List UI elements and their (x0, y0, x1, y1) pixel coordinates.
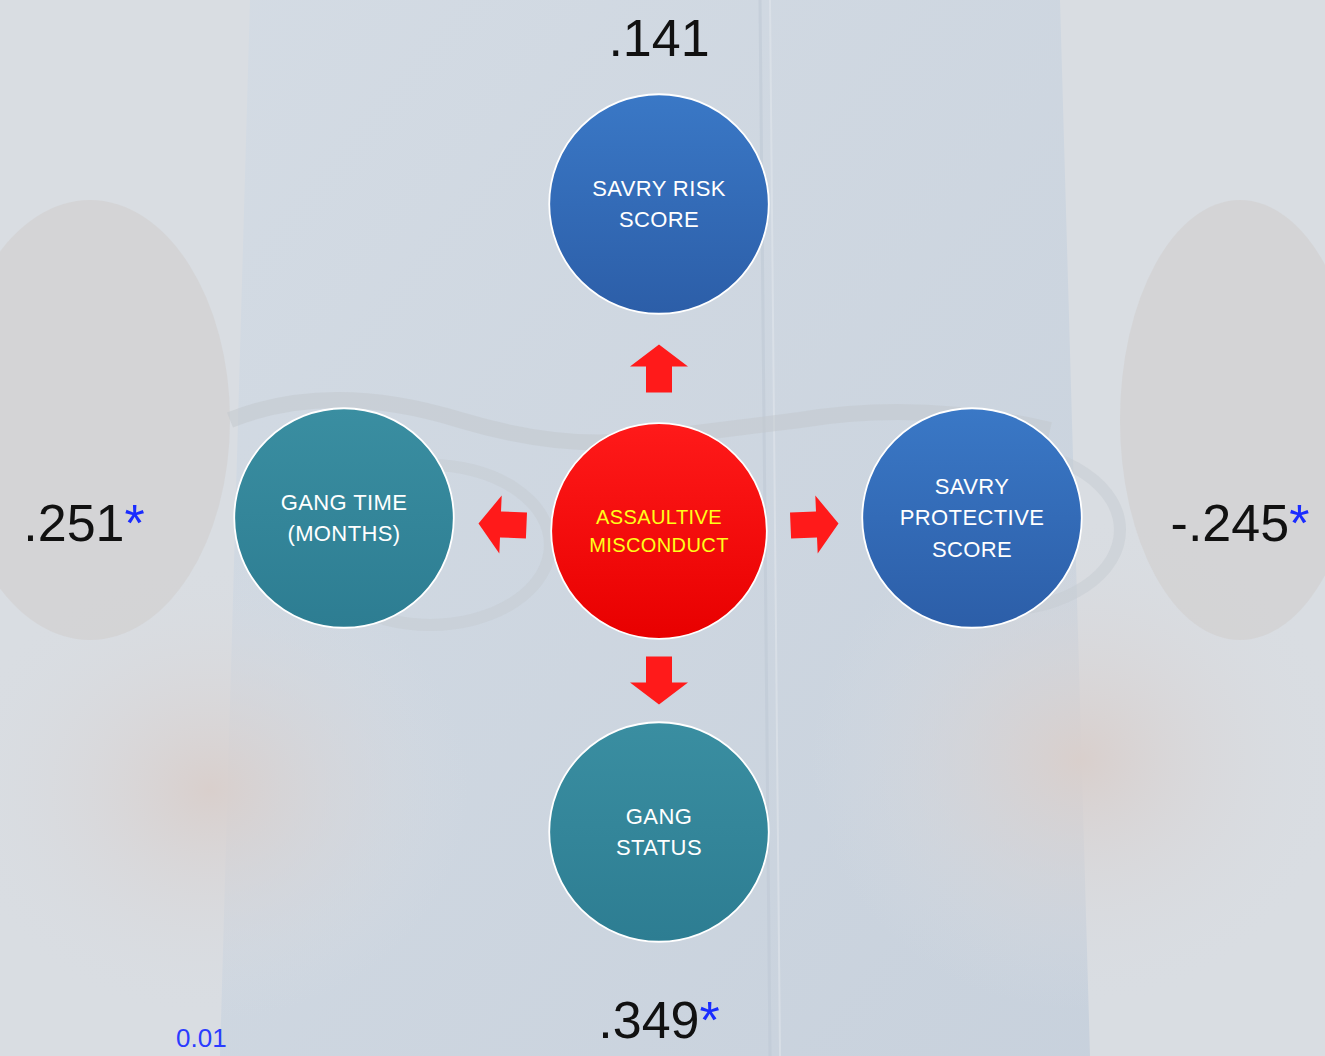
significance-mark: * (124, 494, 144, 552)
value-group: .349* (598, 994, 719, 1046)
circle-content: SAVRY RISK SCORE (547, 92, 771, 316)
value-group: .141 (608, 12, 709, 64)
block-arrow (479, 496, 528, 554)
circle-label: SAVRY RISK SCORE (584, 173, 734, 235)
value-group: -.245* (1171, 497, 1310, 549)
circle-label: GANG TIME (MONTHS) (269, 487, 419, 549)
circle-content: GANG TIME (MONTHS) (232, 406, 456, 630)
correlation-value: -.245 (1171, 494, 1290, 552)
circle-shape (547, 720, 771, 944)
circle-shape (232, 406, 456, 630)
correlation-value: .251 (23, 494, 124, 552)
significance-mark: * (1289, 494, 1309, 552)
circle-label: ASSAULTIVE MISCONDUCT (584, 503, 734, 560)
correlation-value: .141 (608, 9, 709, 67)
block-arrow (630, 345, 688, 393)
circle-content: SAVRY PROTECTIVE SCORE (860, 406, 1084, 630)
circle-shape (547, 92, 771, 316)
outcome-circle: ASSAULTIVE MISCONDUCT (549, 421, 769, 641)
score-circle: SAVRY RISK SCORE (547, 92, 771, 316)
significance-mark: * (699, 991, 719, 1049)
gang-circle: GANG TIME (MONTHS) (232, 406, 456, 630)
circle-label: GANG STATUS (603, 801, 715, 863)
score-circle: SAVRY PROTECTIVE SCORE (860, 406, 1084, 630)
block-arrow (630, 657, 688, 705)
circle-shape (549, 421, 769, 641)
circle-label: SAVRY PROTECTIVE SCORE (897, 471, 1047, 565)
significance-note: 0.01 (176, 1023, 227, 1053)
block-arrow (790, 496, 839, 554)
circle-content: ASSAULTIVE MISCONDUCT (549, 421, 769, 641)
value-group: .251* (23, 497, 144, 549)
circle-content: GANG STATUS (547, 720, 771, 944)
value-group: 0.01 (176, 1025, 227, 1051)
correlation-value: .349 (598, 991, 699, 1049)
gang-circle: GANG STATUS (547, 720, 771, 944)
